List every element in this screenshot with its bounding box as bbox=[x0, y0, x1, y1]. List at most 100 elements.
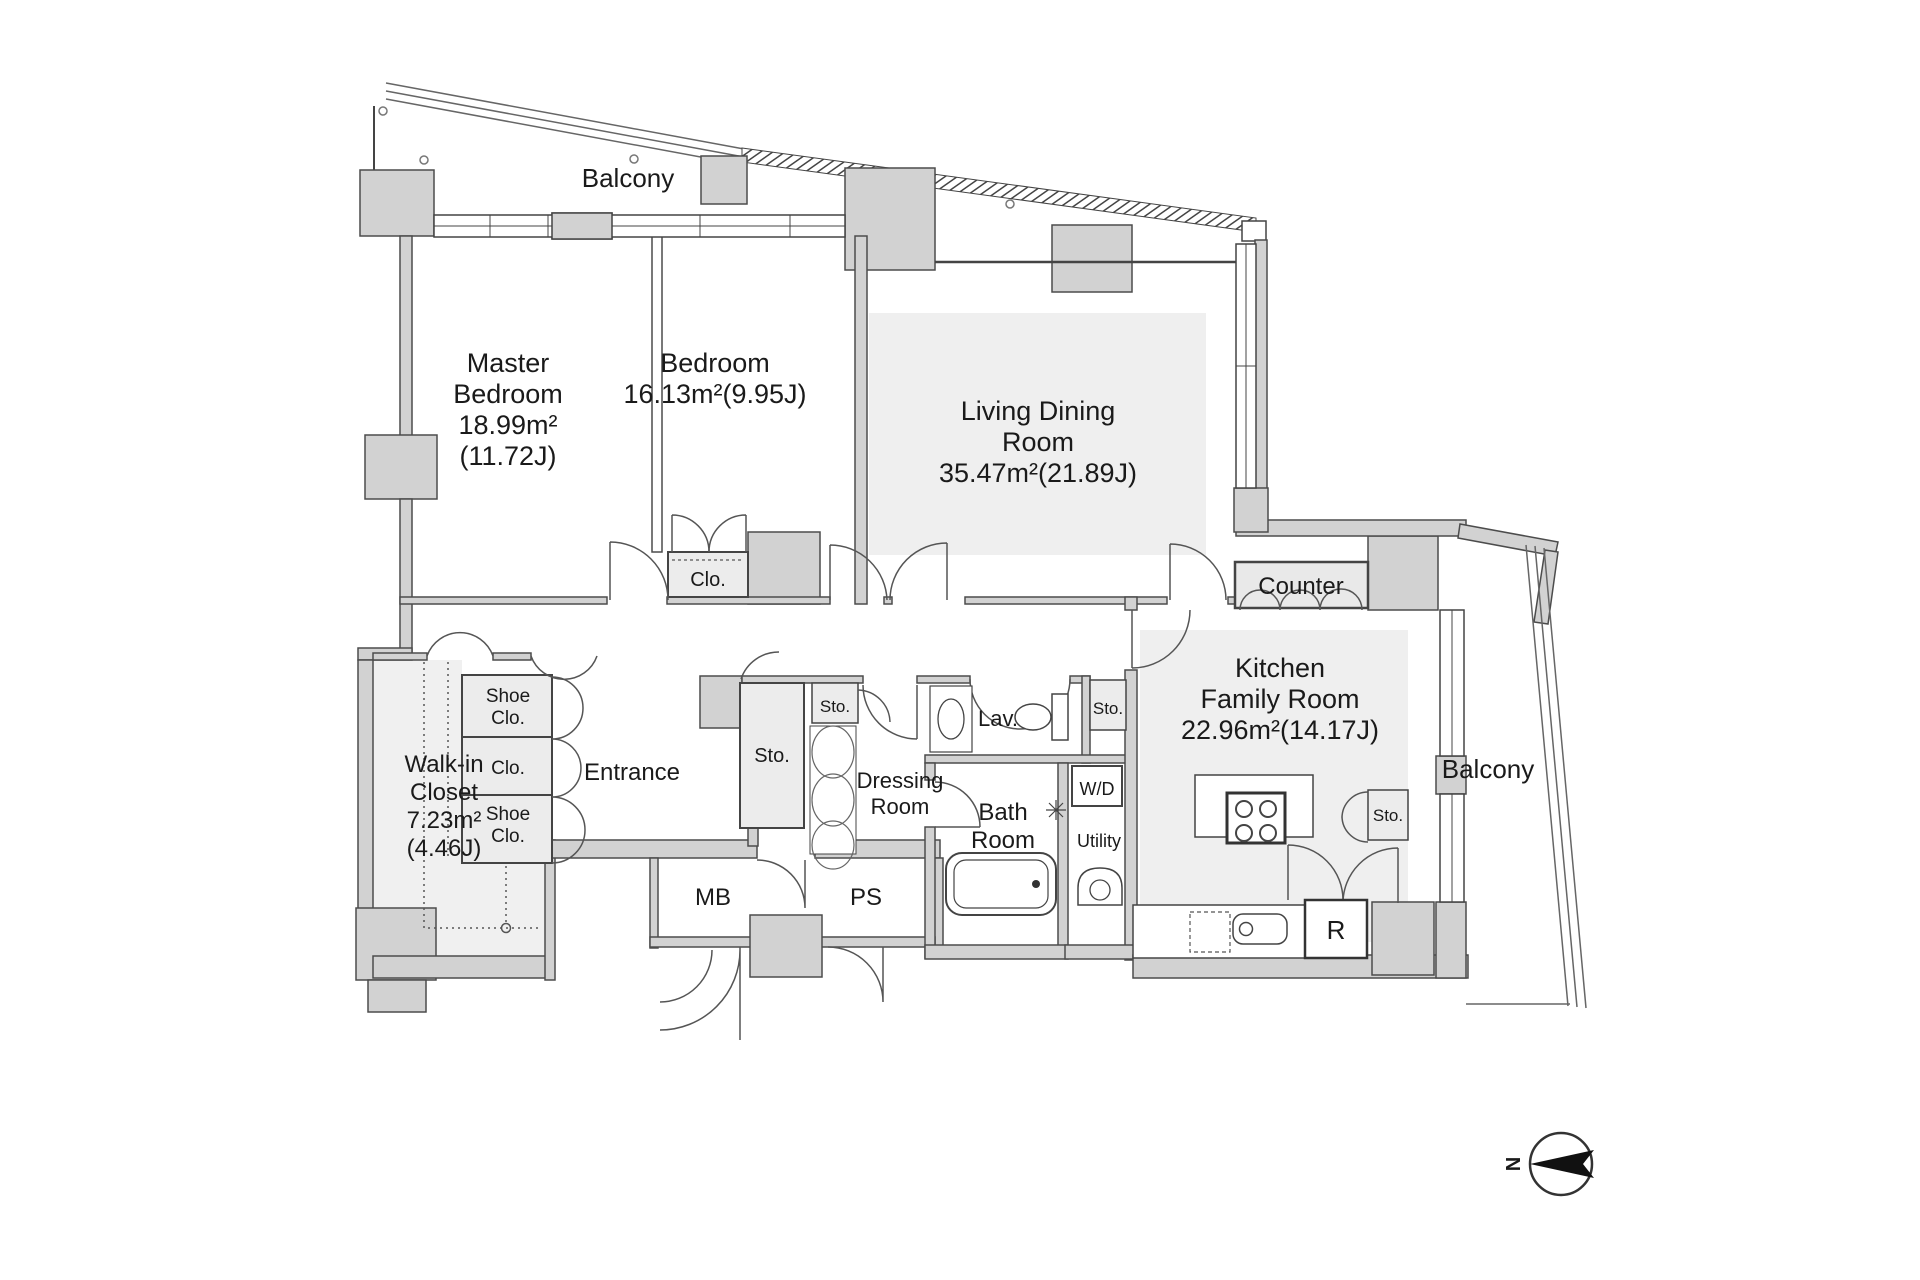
washer-dryer-label: W/D bbox=[1080, 779, 1115, 799]
vanity-sink bbox=[937, 698, 965, 740]
pantry-door-right bbox=[1342, 847, 1399, 904]
kitchen-label-2: Family Room bbox=[1200, 684, 1359, 714]
dishwasher bbox=[1189, 911, 1231, 953]
pillar-hall bbox=[699, 675, 743, 729]
dressing-label-2: Room bbox=[871, 794, 930, 819]
bath-label-1: Bath bbox=[978, 799, 1027, 826]
pipe-space-label: PS bbox=[850, 884, 882, 911]
bedroom-label: Bedroom bbox=[660, 348, 770, 378]
front-door bbox=[659, 947, 741, 1040]
kitchen-door bbox=[1131, 609, 1191, 669]
entrance-inner-door bbox=[756, 859, 806, 909]
bathtub-drain bbox=[1032, 880, 1040, 888]
kitchen-storage-doors bbox=[1341, 791, 1369, 843]
pillar-living-top bbox=[1051, 224, 1133, 293]
wall-corner-notch bbox=[1241, 220, 1267, 242]
walls bbox=[355, 167, 1469, 1013]
dressing-room-door bbox=[862, 684, 918, 740]
living-floor-shade bbox=[869, 313, 1206, 555]
bath-label-2: Room bbox=[971, 827, 1035, 854]
wic-area-j: (4.46J) bbox=[407, 835, 482, 862]
wic-area-m2: 7.23m² bbox=[407, 807, 482, 834]
entrance-closet-box bbox=[461, 736, 553, 796]
shoe-closet-lower-label-2: Clo. bbox=[491, 826, 525, 847]
utility-sink bbox=[1077, 867, 1123, 906]
pillar-vestibule bbox=[749, 914, 823, 978]
entrance-label: Entrance bbox=[584, 759, 680, 786]
balcony-top-label: Balcony bbox=[582, 163, 675, 193]
toilet-tank bbox=[1051, 693, 1069, 741]
small-storage-box bbox=[811, 682, 859, 724]
kitchen-area: 22.96m²(14.17J) bbox=[1181, 715, 1379, 745]
lavatory-label: Lav. bbox=[978, 706, 1018, 731]
living-label-2: Room bbox=[1002, 427, 1074, 457]
shower-icon bbox=[1046, 800, 1066, 820]
counter-label: Counter bbox=[1258, 573, 1343, 600]
pillar-top-left bbox=[359, 169, 435, 237]
pantry-door-left bbox=[1287, 844, 1344, 901]
living-door-west bbox=[889, 542, 948, 601]
kitchen-storage-box bbox=[1367, 789, 1409, 841]
hall-storage-door bbox=[740, 651, 780, 680]
shoe-closet-lower-box bbox=[461, 794, 553, 864]
hall-storage-label: Sto. bbox=[754, 745, 790, 767]
lav-storage-box bbox=[1089, 679, 1127, 731]
vestibule-door bbox=[827, 946, 884, 1003]
kitchen-storage-label: Sto. bbox=[1373, 806, 1403, 825]
bedroom-closet-door-left bbox=[671, 514, 710, 553]
dressing-shelf bbox=[809, 725, 857, 855]
dressing-label-1: Dressing bbox=[857, 768, 944, 793]
balcony-partition bbox=[700, 155, 748, 205]
wic-door-left bbox=[426, 631, 494, 657]
wic-floor-shade bbox=[373, 660, 545, 958]
bedroom-closet-door-right bbox=[708, 514, 747, 553]
shoe-closet-lower-label-1: Shoe bbox=[486, 804, 530, 825]
counter-box bbox=[1233, 560, 1370, 610]
utility-label: Utility bbox=[1077, 831, 1121, 851]
labels: Balcony Master Bedroom 18.99m² (11.72J) … bbox=[404, 163, 1534, 945]
compass-north-label: N bbox=[1503, 1157, 1525, 1171]
small-storage-label: Sto. bbox=[820, 697, 850, 716]
living-area: 35.47m²(21.89J) bbox=[939, 458, 1137, 488]
lav-storage-label: Sto. bbox=[1093, 699, 1123, 718]
living-label-1: Living Dining bbox=[961, 396, 1116, 426]
pillar-closet-east bbox=[747, 531, 821, 605]
master-bedroom-label-1: Master bbox=[467, 348, 550, 378]
master-bedroom-door bbox=[609, 541, 669, 601]
meter-box-label: MB bbox=[695, 884, 731, 911]
faucet bbox=[1238, 921, 1254, 937]
bathtub bbox=[945, 852, 1057, 916]
refrigerator-box bbox=[1303, 898, 1369, 960]
kitchen-sink bbox=[1232, 913, 1288, 945]
doors bbox=[426, 514, 1399, 1040]
top-balcony bbox=[373, 82, 1015, 209]
pillar-mid-left bbox=[364, 434, 438, 500]
shoe-closet-upper-box bbox=[461, 674, 553, 738]
refrigerator-label: R bbox=[1327, 915, 1346, 945]
compass-needle bbox=[1530, 1150, 1594, 1178]
wic-label-1: Walk-in bbox=[404, 751, 483, 778]
bedroom-closet-label: Clo. bbox=[690, 569, 726, 591]
shoe-closet-upper-label-1: Shoe bbox=[486, 686, 530, 707]
bath-room-door bbox=[934, 781, 981, 828]
toilet-bowl bbox=[1014, 703, 1052, 731]
master-bedroom-area-m2: 18.99m² bbox=[458, 410, 557, 440]
bedroom-area: 16.13m²(9.95J) bbox=[623, 379, 806, 409]
windows bbox=[433, 212, 1465, 903]
vanity-counter bbox=[929, 685, 973, 753]
shoe-closet-upper-label-2: Clo. bbox=[491, 708, 525, 729]
entrance-closet-label: Clo. bbox=[491, 758, 525, 779]
wic-label-2: Closet bbox=[410, 779, 478, 806]
wic-rails bbox=[423, 662, 540, 934]
washer-dryer-box bbox=[1071, 765, 1123, 807]
entrance-closet-doors bbox=[551, 676, 586, 864]
hall-storage-box bbox=[739, 682, 805, 829]
master-bedroom-label-2: Bedroom bbox=[453, 379, 563, 409]
master-bedroom-area-j: (11.72J) bbox=[459, 441, 556, 471]
bedroom-door bbox=[829, 544, 888, 601]
counter-folding-doors bbox=[1239, 588, 1363, 611]
compass: N bbox=[1503, 1131, 1594, 1197]
right-balcony bbox=[1457, 523, 1587, 1009]
